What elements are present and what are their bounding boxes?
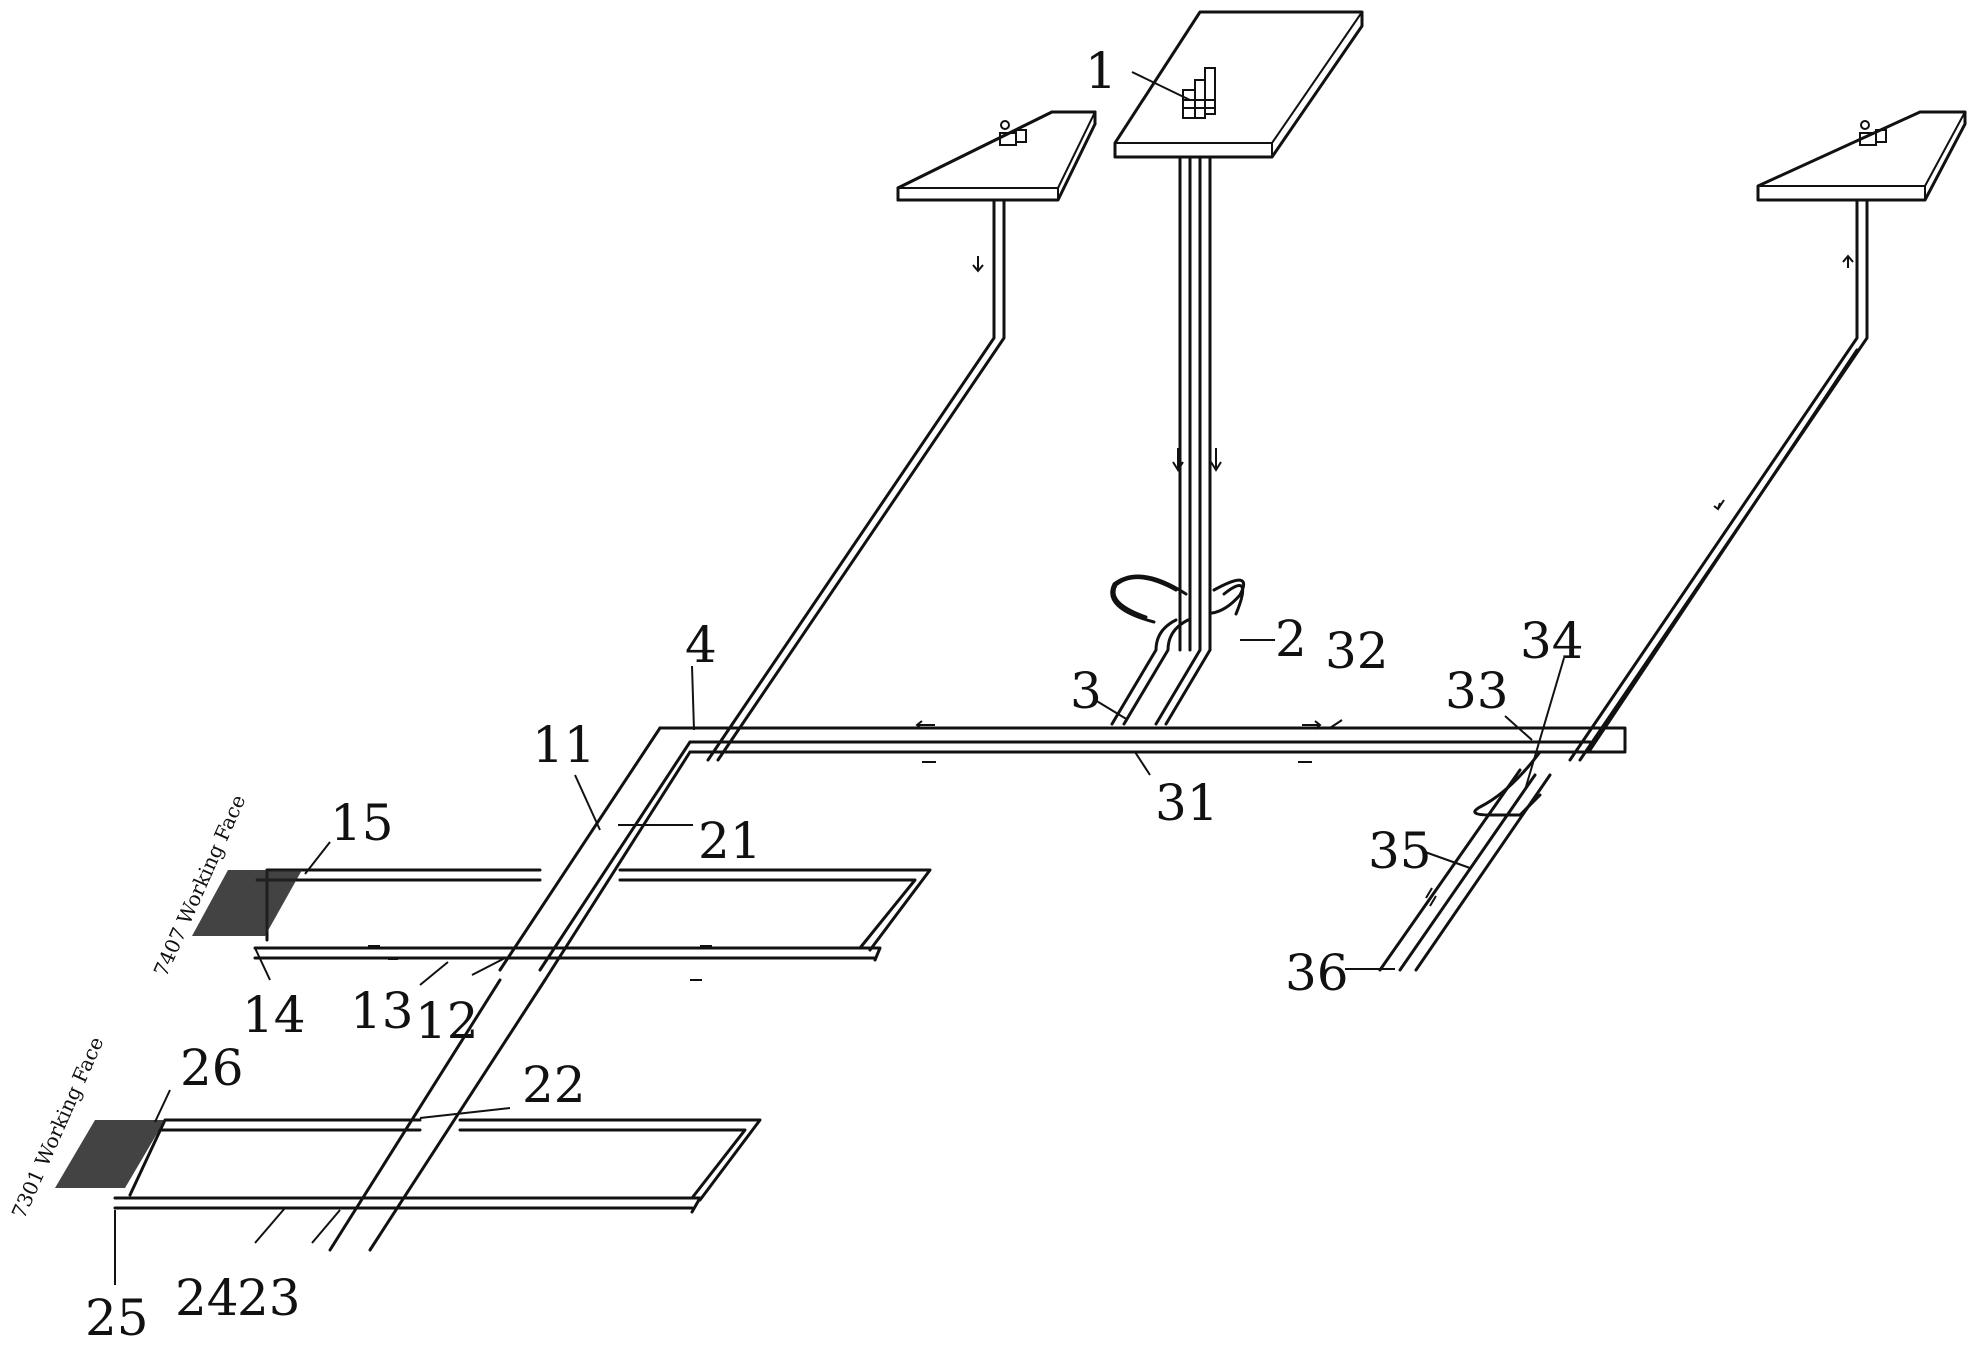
- label-25: 25: [85, 1289, 149, 1347]
- main-intake-shafts: [1172, 155, 1222, 652]
- label-2: 2: [1275, 610, 1307, 668]
- fan-house-icon: [999, 120, 1027, 146]
- left-return-shaft: [706, 198, 1006, 762]
- label-34: 34: [1520, 612, 1584, 670]
- label-32: 32: [1325, 622, 1389, 680]
- label-1: 1: [1085, 42, 1117, 100]
- headframe-icon: [1182, 67, 1216, 119]
- label-13: 13: [350, 982, 414, 1040]
- label-3: 3: [1070, 662, 1102, 720]
- label-35: 35: [1368, 822, 1432, 880]
- label-11: 11: [532, 716, 596, 774]
- main-roadway-32: [498, 720, 1627, 982]
- label-22: 22: [522, 1056, 586, 1114]
- label-36: 36: [1285, 944, 1349, 1002]
- label-14: 14: [242, 986, 306, 1044]
- shaft-bottom-loops: [1110, 574, 1246, 726]
- goaf-hatch-icon-lower: [55, 1120, 165, 1188]
- right-return-shaft: [1568, 198, 1869, 762]
- label-31: 31: [1155, 774, 1219, 832]
- label-15: 15: [330, 794, 394, 852]
- label-21: 21: [698, 812, 762, 870]
- right-fan-platform: [1756, 110, 1967, 202]
- label-4: 4: [685, 616, 717, 674]
- label-26: 26: [180, 1039, 244, 1097]
- right-return-roadways: [1378, 750, 1552, 972]
- panel-7407: [253, 868, 932, 981]
- label-12: 12: [415, 992, 479, 1050]
- leader-lines: [114, 71, 1565, 1285]
- left-platform-top: [896, 110, 1097, 202]
- fan-house-icon-right: [1859, 120, 1887, 146]
- label-23: 23: [237, 1269, 301, 1327]
- goaf-hatch-icon: [192, 870, 302, 936]
- label-24: 24: [175, 1269, 239, 1327]
- center-shaft-platform: [1113, 10, 1364, 159]
- label-33: 33: [1445, 662, 1509, 720]
